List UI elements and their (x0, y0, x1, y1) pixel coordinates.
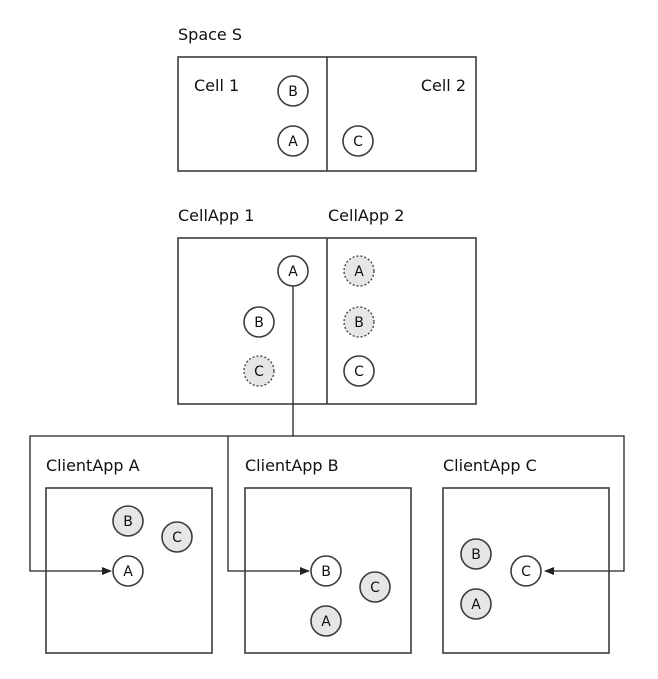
cell2-label: Cell 2 (421, 76, 466, 95)
entity-label: C (353, 134, 363, 150)
cellapp1-label: CellApp 1 (178, 206, 254, 225)
entity-label: B (471, 547, 481, 563)
cellapp2-ghost-b: B (343, 306, 375, 338)
clientapp-c-label: ClientApp C (443, 456, 537, 475)
entity-label: A (123, 564, 133, 580)
entity-label: A (288, 264, 298, 280)
entity-label: A (288, 134, 298, 150)
space-entity-b: B (277, 75, 309, 107)
cellapp1-entity-a: A (277, 255, 309, 287)
connection-to-client-c (293, 435, 625, 575)
entity-label: B (123, 514, 133, 530)
clientapp-a-box (45, 487, 213, 654)
clientapp-c-entity-c: C (510, 555, 542, 587)
connection-to-client-a (29, 286, 294, 575)
clientapp-a-label: ClientApp A (46, 456, 140, 475)
clientapp-b-entity-b: B (310, 555, 342, 587)
connection-lines (29, 286, 625, 575)
clientapp-a-entity-a: A (112, 555, 144, 587)
cellapp1-ghost-c: C (243, 355, 275, 387)
entity-label: B (354, 315, 364, 331)
cellapp1-entity-b: B (243, 306, 275, 338)
entity-label: C (521, 564, 531, 580)
entity-label: C (172, 530, 182, 546)
connection-to-client-b (227, 436, 310, 575)
entity-label: A (354, 264, 364, 280)
space-entity-a: A (277, 125, 309, 157)
entity-label: C (370, 580, 380, 596)
clientapp-b-entity-c: C (359, 571, 391, 603)
entity-label: C (354, 364, 364, 380)
clientapp-b-box (244, 487, 412, 654)
clientapp-a-entity-c: C (161, 521, 193, 553)
entity-label: C (254, 364, 264, 380)
clientapp-c-entity-a: A (460, 588, 492, 620)
space-entity-c: C (342, 125, 374, 157)
clientapp-c-entity-b: B (460, 538, 492, 570)
cellapp2-ghost-a: A (343, 255, 375, 287)
entity-label: B (254, 315, 264, 331)
clientapp-a-entity-b: B (112, 505, 144, 537)
entity-label: A (321, 614, 331, 630)
cellapp2-entity-c: C (343, 355, 375, 387)
cell1-label: Cell 1 (194, 76, 239, 95)
cellapp2-label: CellApp 2 (328, 206, 404, 225)
clientapp-c-box (442, 487, 610, 654)
clientapp-b-entity-a: A (310, 605, 342, 637)
clientapp-b-label: ClientApp B (245, 456, 339, 475)
space-label: Space S (178, 25, 242, 44)
entity-label: A (471, 597, 481, 613)
entity-label: B (321, 564, 331, 580)
entity-label: B (288, 84, 298, 100)
